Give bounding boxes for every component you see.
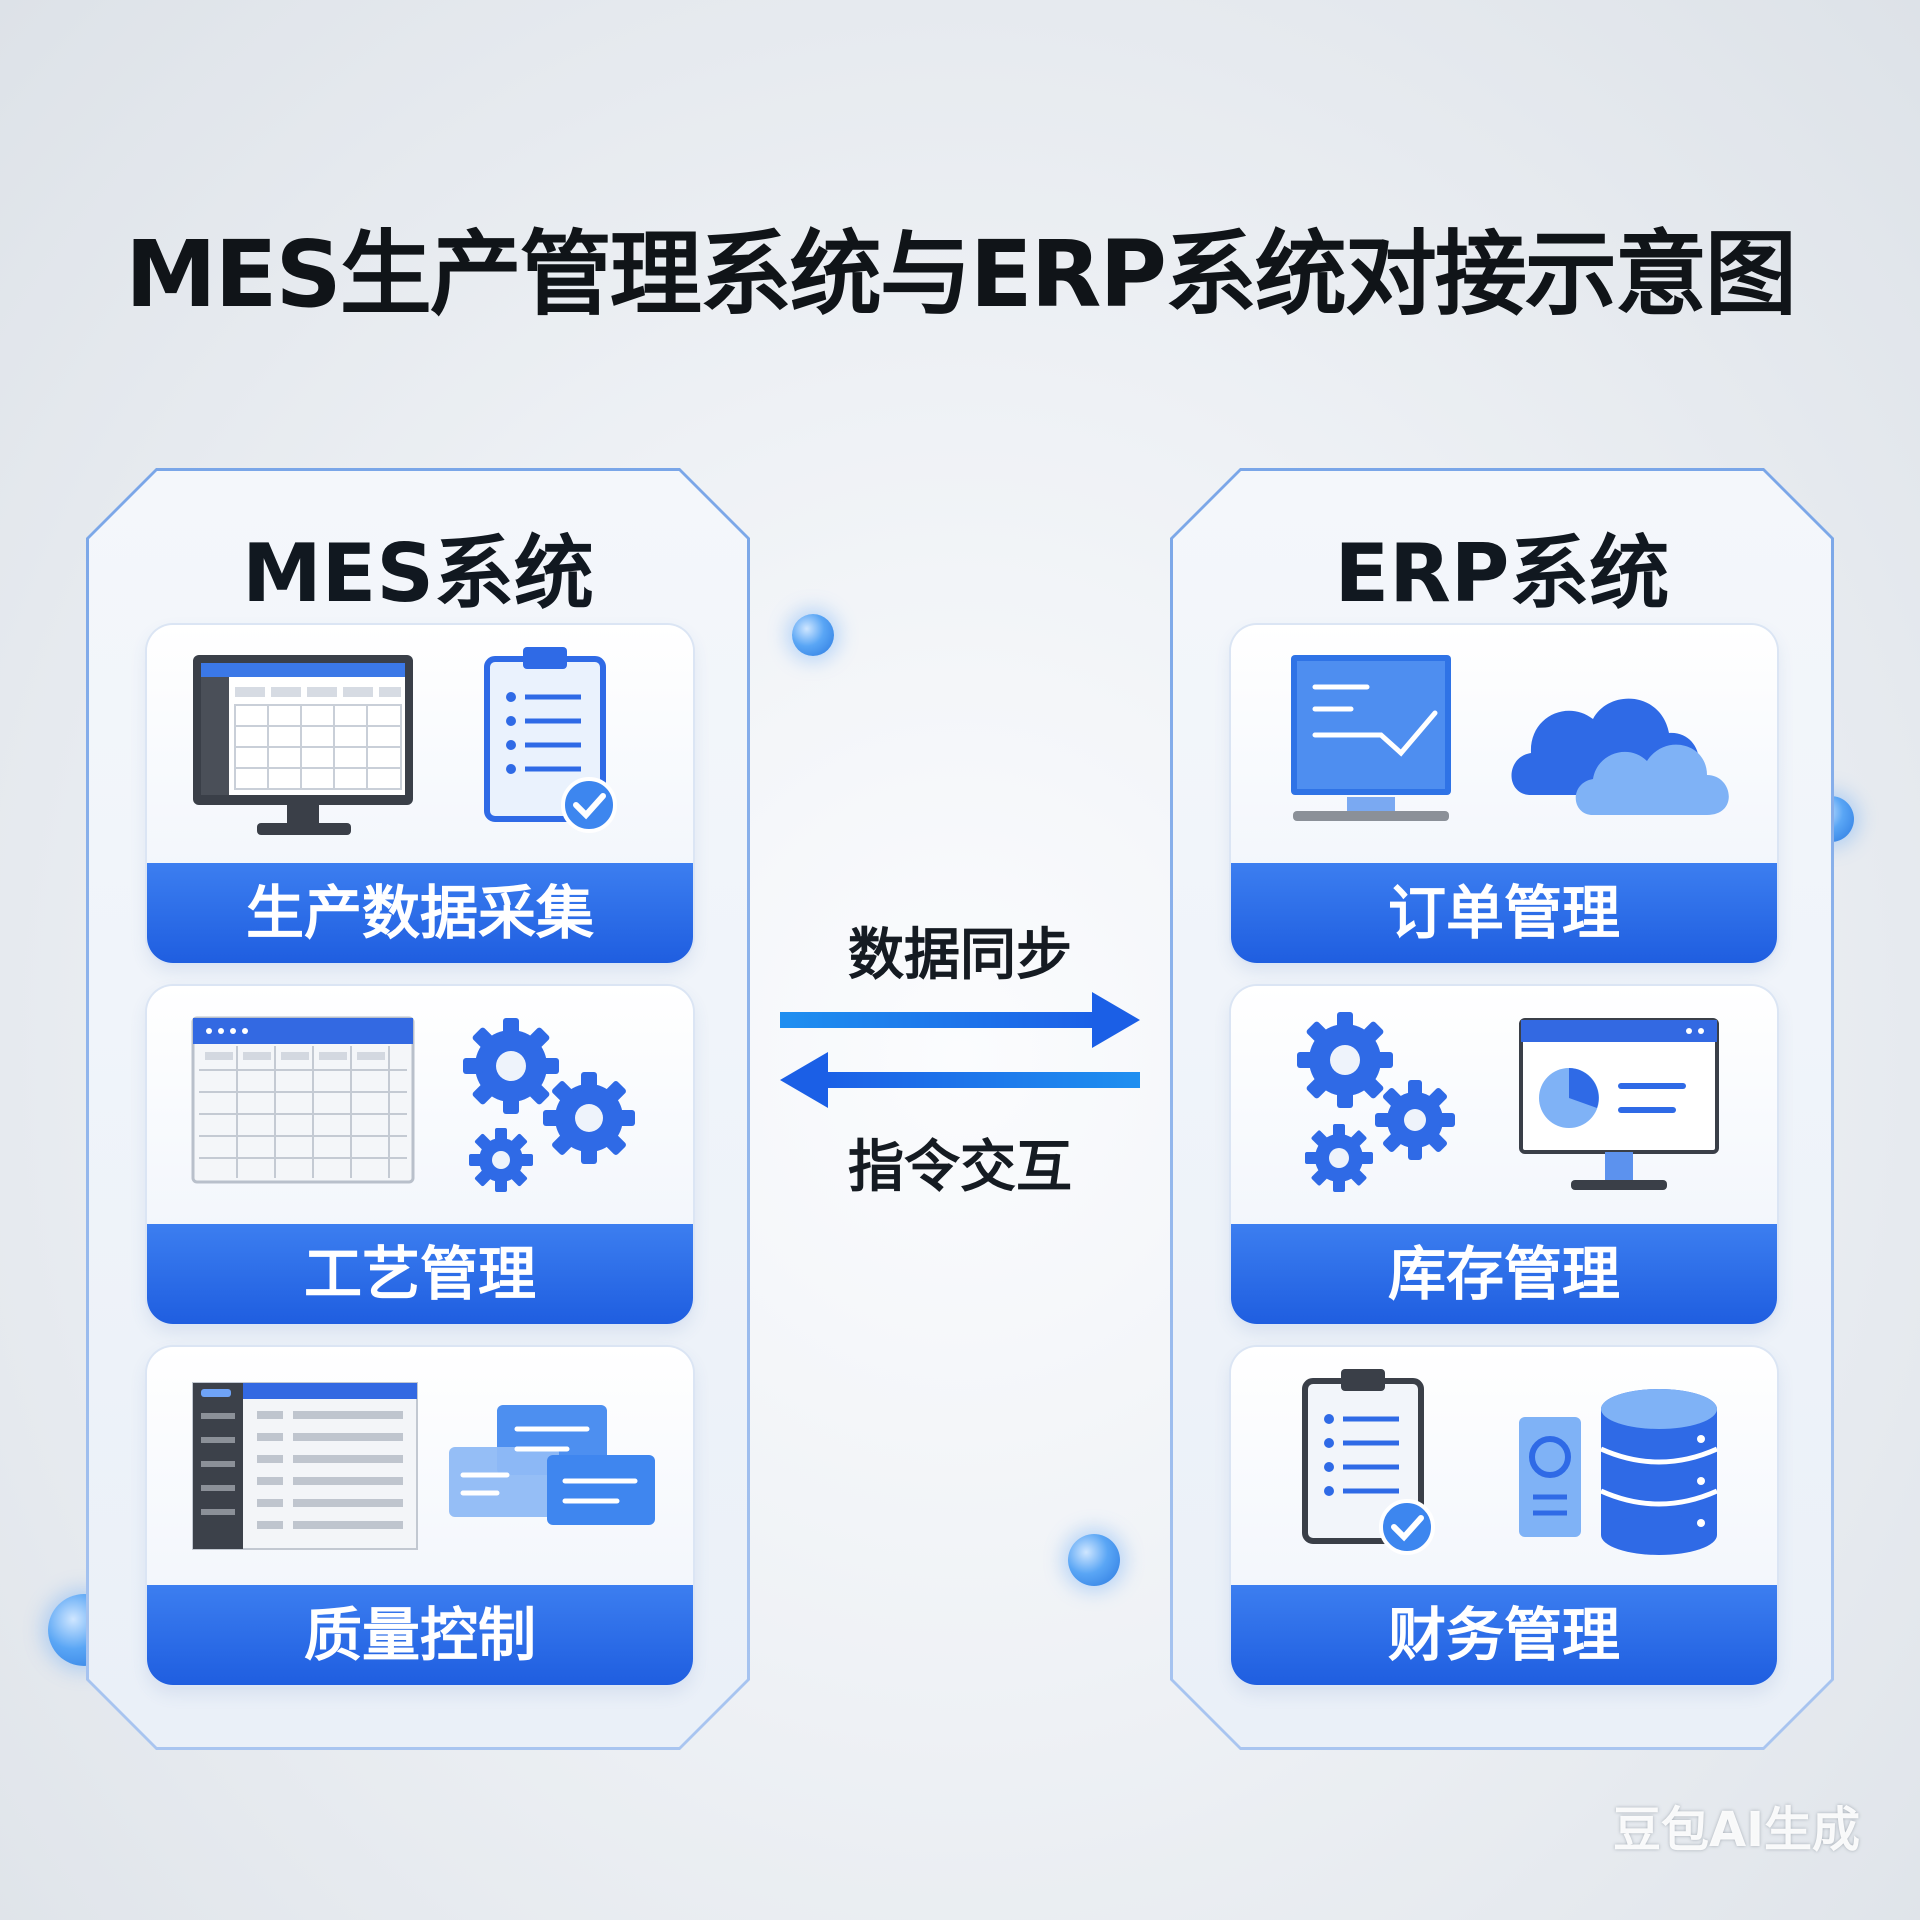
module-label: 质量控制 (147, 1585, 693, 1685)
document-list-icon (192, 1382, 418, 1550)
module-inventory-management: 库存管理 (1231, 986, 1777, 1324)
right-arrow-icon (780, 992, 1140, 1048)
mes-panel-title: MES系统 (242, 527, 594, 620)
clipboard-check-icon (1302, 1369, 1435, 1555)
spreadsheet-icon (191, 1016, 415, 1184)
cloud-icon (1511, 698, 1729, 815)
pie-chart-monitor-icon (1519, 1018, 1719, 1190)
backward-arrow-label: 指令交互 (848, 1135, 1072, 1200)
data-exchange-arrows: 数据同步 指令交互 (770, 910, 1150, 1200)
module-quality-control: 质量控制 (147, 1347, 693, 1685)
module-order-management: 订单管理 (1231, 625, 1777, 963)
erp-panel-title: ERP系统 (1334, 527, 1670, 620)
module-label: 生产数据采集 (147, 863, 693, 963)
database-server-icon (1519, 1389, 1719, 1555)
trend-monitor-icon (1291, 655, 1451, 821)
message-cards-icon (449, 1405, 655, 1525)
monitor-table-icon (193, 655, 413, 835)
module-label: 库存管理 (1231, 1224, 1777, 1324)
left-arrow-icon (780, 1052, 1140, 1108)
glow-orb (792, 614, 834, 656)
forward-arrow-label: 数据同步 (848, 923, 1072, 988)
glow-orb (1068, 1534, 1120, 1586)
clipboard-check-icon (484, 647, 617, 833)
diagram-title: MES生产管理系统与ERP系统对接示意图 (125, 221, 1797, 328)
module-finance-management: 财务管理 (1231, 1347, 1777, 1685)
gears-icon (463, 1018, 635, 1192)
module-label: 订单管理 (1231, 863, 1777, 963)
module-label: 财务管理 (1231, 1585, 1777, 1685)
module-label: 工艺管理 (147, 1224, 693, 1324)
module-production-data-collection: 生产数据采集 (147, 625, 693, 963)
erp-system-panel: ERP系统 订单管理 (1170, 468, 1834, 1750)
module-process-management: 工艺管理 (147, 986, 693, 1324)
mes-system-panel: MES系统 (86, 468, 750, 1750)
watermark: 豆包AI生成 (1612, 1802, 1860, 1858)
gears-icon (1297, 1012, 1455, 1192)
